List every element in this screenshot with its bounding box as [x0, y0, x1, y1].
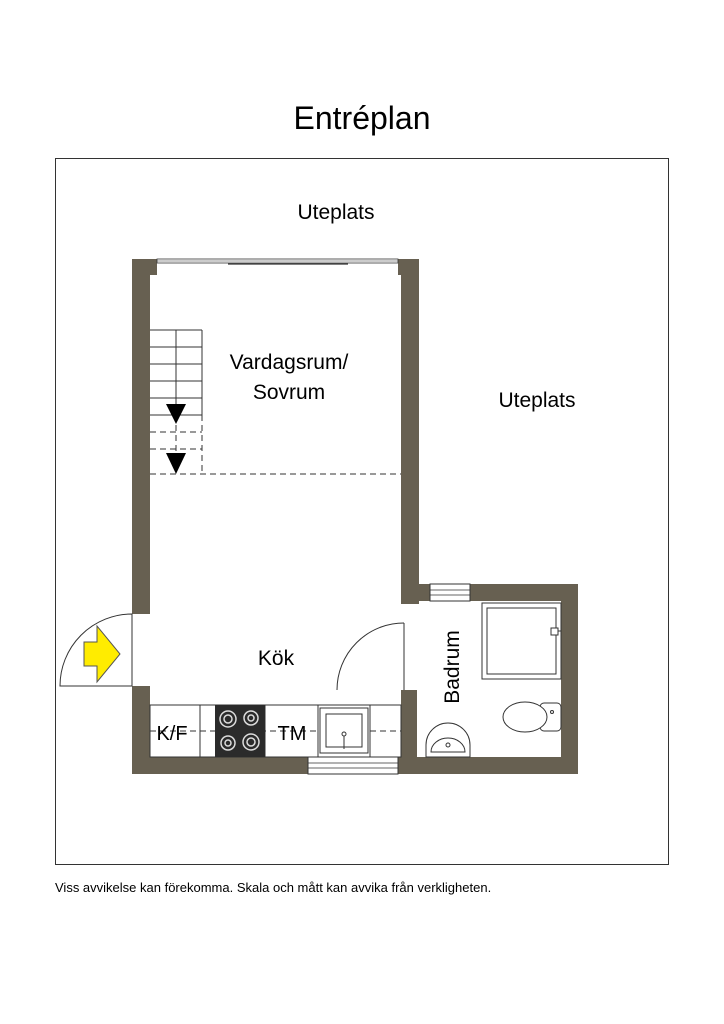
bathroom-label: Badrum: [441, 630, 464, 704]
staircase: [150, 329, 401, 475]
wall-left-upper: [132, 259, 150, 614]
kitchen-label: Kök: [258, 647, 295, 670]
bathroom-window: [429, 583, 471, 602]
wall-right: [401, 259, 419, 604]
disclaimer: Viss avvikelse kan förekomma. Skala och …: [55, 880, 492, 895]
wall-left-lower: [132, 686, 150, 774]
outdoor-label-right: Uteplats: [498, 389, 575, 412]
plan-title: Entréplan: [293, 100, 431, 136]
shower-icon: [481, 602, 562, 680]
wall-bath-right: [561, 584, 578, 774]
stove-icon: [215, 705, 265, 757]
top-window: [156, 258, 399, 265]
toilet-icon: [502, 701, 562, 733]
wall-top-left: [132, 259, 157, 275]
outdoor-label-top: Uteplats: [297, 201, 374, 224]
wall-bath-top-left: [401, 584, 430, 601]
plan-frame: [55, 158, 669, 865]
stair-arrow-icon: [166, 404, 186, 474]
dishwasher-label: TM: [278, 723, 307, 745]
walls: [132, 259, 578, 774]
living-room-label-2: Sovrum: [253, 381, 325, 404]
entrance-arrow-icon: [83, 624, 121, 684]
fridge-label: K/F: [156, 723, 187, 745]
kitchen-window: [307, 756, 399, 775]
wall-bottom-right: [398, 757, 578, 774]
living-room-label-1: Vardagsrum/: [230, 351, 349, 374]
wall-bath-top-right: [470, 584, 578, 601]
wall-partition: [401, 690, 417, 774]
kitchen-sink-icon: [319, 707, 369, 754]
bathroom-sink-icon: [425, 722, 471, 758]
wall-bottom-left: [132, 757, 308, 774]
bathroom-door: [336, 622, 405, 691]
